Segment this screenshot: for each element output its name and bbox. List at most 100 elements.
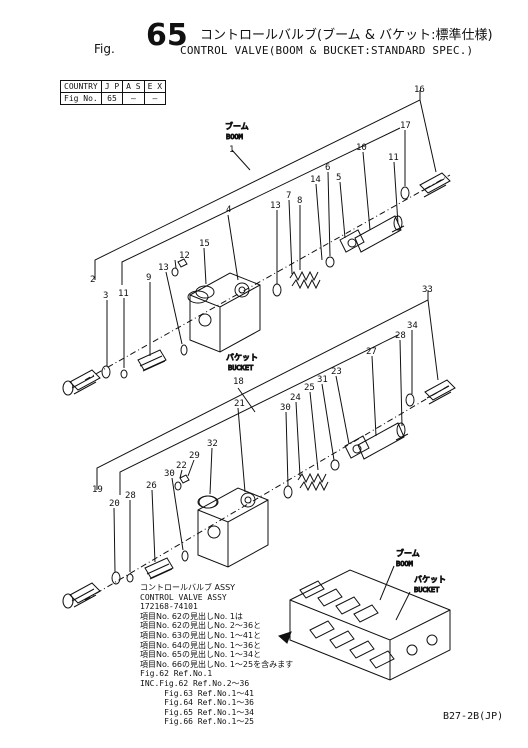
oring-3 [101, 365, 111, 379]
leader-30 [171, 477, 184, 551]
oring-32 [198, 495, 218, 509]
notes-jp-line: 項目No. 62の見出しNo. 2〜36と [140, 621, 262, 631]
title-english: CONTROL VALVE(BOOM & BUCKET:STANDARD SPE… [180, 44, 474, 57]
bolt-28 [395, 433, 409, 441]
title-japanese: コントロールバルブ(ブーム & バケット:標準仕様) [200, 28, 493, 43]
washer-14 [325, 256, 335, 268]
callout: 8 [297, 196, 302, 206]
callout: 1 [229, 145, 234, 155]
leader-18 [237, 387, 256, 413]
bucket-centerline [84, 384, 451, 601]
notes-inc-line: Fig.65 Ref.No.1〜34 [140, 707, 254, 717]
bucket-subgroup-bracket [119, 334, 399, 495]
boom-section [62, 90, 451, 396]
callout: 15 [199, 239, 210, 249]
boom-left-cap [62, 369, 101, 396]
callout: 14 [310, 175, 321, 185]
callout: 28 [125, 491, 136, 501]
oring-30 [181, 550, 189, 562]
oring-13 [180, 344, 188, 356]
boom-group-bracket [94, 90, 421, 280]
boom-callouts: 1 2 3 4 5 6 7 8 9 10 11 11 12 13 13 14 1… [90, 85, 425, 301]
leader-29 [187, 459, 195, 477]
fig-number: 65 [146, 18, 188, 53]
callout: 12 [179, 251, 190, 261]
bucket-label-jp: バケット [226, 353, 258, 362]
callout: 24 [290, 393, 301, 403]
bucket-cover-flange [344, 435, 370, 459]
callout: 30 [164, 469, 175, 479]
leader-14 [315, 183, 323, 261]
callout: 11 [118, 289, 129, 299]
callout: 3 [103, 291, 108, 301]
inset-port [406, 644, 418, 656]
fig-prefix: Fig. [94, 42, 115, 56]
fig-no-ex: — [143, 92, 167, 105]
leader-27 [371, 355, 377, 437]
plug-12 [177, 258, 188, 268]
inset-spools-bottom [309, 620, 395, 669]
bolt-11 [391, 225, 405, 233]
notes-part-number: 172168-74101 [140, 602, 198, 612]
bucket-callouts: 18 19 20 21 22 23 24 25 26 27 28 28 29 3… [92, 285, 433, 509]
callout: 16 [414, 85, 425, 95]
callout: 25 [304, 383, 315, 393]
notes-ref-line: Fig.62 Ref.No.1 [140, 669, 213, 679]
leader-13 [165, 271, 183, 345]
boom-right-cap [400, 172, 451, 200]
leader-15 [203, 247, 207, 285]
callout: 2 [90, 275, 95, 285]
bucket-group-bracket [96, 290, 429, 490]
inset-body-edges [289, 599, 451, 680]
plug-29 [179, 474, 190, 484]
oring-11 [120, 369, 128, 379]
bucket-label-en: BUCKET [228, 364, 254, 372]
bucket-right-cap [405, 379, 456, 407]
bucket-spring [297, 472, 329, 492]
bucket-valve-body [197, 487, 269, 568]
inset-arrow-icon [278, 631, 292, 644]
notes-inc-line: Fig.63 Ref.No.1〜41 [140, 688, 254, 698]
leader-25 [309, 391, 319, 471]
callout: 7 [286, 191, 291, 201]
callout: 22 [176, 461, 187, 471]
notes-inc-line: Fig.66 Ref.No.1〜25 [140, 717, 254, 727]
callout: 4 [226, 205, 231, 215]
country-row: COUNTRY J P A S E X [60, 80, 167, 93]
oring-15 [195, 285, 215, 299]
drawing-code: B27-2B(JP) [443, 711, 504, 722]
leader-33 [427, 299, 439, 381]
inset-body-outline [289, 569, 451, 681]
boom-spring-cap-10 [354, 215, 403, 253]
boom-spring [289, 270, 321, 290]
leader-7 [288, 199, 293, 275]
callout: 29 [189, 451, 200, 461]
leader-26 [151, 489, 156, 563]
bucket-spring-cap-27 [357, 422, 406, 460]
leader-5 [339, 181, 346, 239]
callout: 13 [158, 263, 169, 273]
oring-22 [174, 481, 182, 491]
callout: 26 [146, 481, 157, 491]
callout: 9 [146, 273, 151, 283]
boom-centerline [84, 174, 451, 381]
callout: 27 [366, 347, 377, 357]
leader-16 [419, 99, 437, 173]
boom-cover-flange [339, 229, 365, 253]
bucket-section [62, 290, 456, 609]
boom-spool [137, 349, 167, 372]
leader-30b [285, 411, 289, 487]
callout: 18 [233, 377, 244, 387]
callout: 23 [331, 367, 342, 377]
notes-jp-line: 項目No. 65の見出しNo. 1〜34と [140, 650, 262, 660]
oring-12 [171, 267, 179, 277]
callout: 32 [207, 439, 218, 449]
leader-23 [335, 375, 350, 445]
callout: 6 [325, 163, 330, 173]
boom-subgroup-bracket [121, 127, 401, 285]
notes-jp-line: 項目No. 66の見出しNo. 1〜25を含みます [140, 659, 294, 669]
callout: 34 [407, 321, 418, 331]
oring-30b [283, 485, 293, 499]
leader-24 [295, 401, 301, 477]
